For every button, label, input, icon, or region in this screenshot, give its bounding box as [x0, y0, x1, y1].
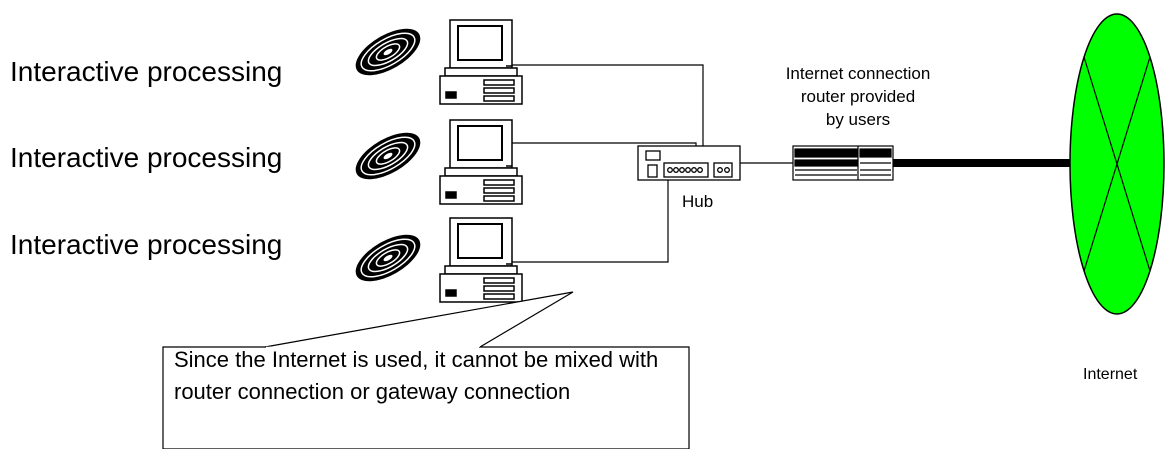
link-pc1-hub: [512, 64, 704, 173]
link-pc3-hub: [512, 173, 669, 263]
router-label-line-1: Internet connection: [785, 64, 931, 83]
router-icon: [792, 145, 894, 181]
desktop-computer-icon: [439, 217, 523, 303]
computer-2: [355, 119, 523, 205]
cd-disc-icon: [355, 234, 421, 282]
hub-label: Hub: [682, 192, 714, 211]
cd-disc-icon: [355, 28, 421, 76]
processing-label-3: Interactive processing: [10, 229, 283, 260]
desktop-computer-icon: [439, 19, 523, 105]
processing-label-2: Interactive processing: [10, 142, 283, 173]
processing-label-1: Interactive processing: [10, 56, 283, 87]
desktop-computer-icon: [439, 119, 523, 205]
callout-text: Since the Internet is used, it cannot be…: [174, 347, 659, 404]
internet-globe-icon: [1069, 13, 1165, 315]
cd-disc-icon: [355, 132, 421, 180]
network-hub-icon: [637, 145, 741, 181]
internet-label: Internet: [1083, 366, 1138, 383]
computer-3: [355, 217, 523, 303]
router-label-line-3: by users: [825, 110, 891, 129]
router-label-line-2: router provided: [800, 87, 916, 106]
callout-bubble: [162, 291, 690, 450]
computer-1: [355, 19, 523, 105]
